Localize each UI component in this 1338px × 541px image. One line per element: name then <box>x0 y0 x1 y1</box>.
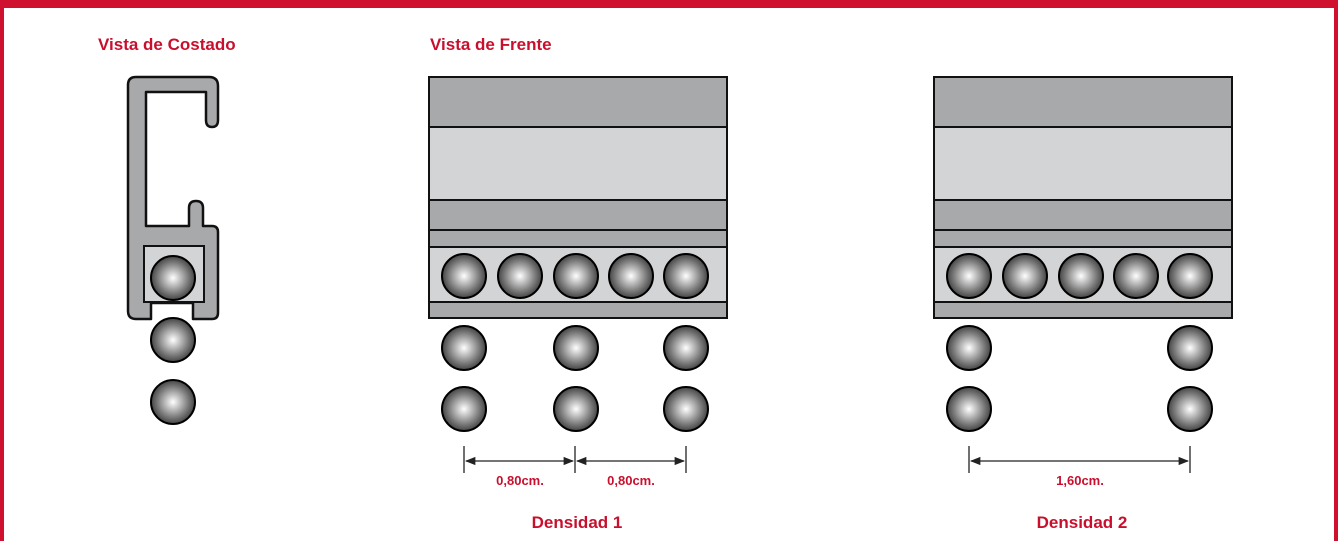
dimension-lines-density-2 <box>968 446 1191 473</box>
chain-ball <box>441 325 487 371</box>
chain-ball <box>946 325 992 371</box>
lower-band <box>933 199 1233 231</box>
chain-ball <box>553 386 599 432</box>
middle-band <box>428 126 728 201</box>
measurement-label: 0,80cm. <box>607 473 655 488</box>
chain-ball <box>441 386 487 432</box>
chain-ball <box>441 253 487 299</box>
chain-ball <box>150 317 196 363</box>
chain-ball <box>150 255 196 301</box>
measurement-label: 0,80cm. <box>496 473 544 488</box>
chain-ball <box>946 386 992 432</box>
top-band <box>428 76 728 128</box>
strip-band <box>933 229 1233 248</box>
chain-ball <box>608 253 654 299</box>
chain-ball <box>663 386 709 432</box>
chain-ball <box>150 379 196 425</box>
middle-band <box>933 126 1233 201</box>
chain-ball <box>1058 253 1104 299</box>
measurement-label: 1,60cm. <box>1056 473 1104 488</box>
chain-ball <box>1113 253 1159 299</box>
chain-ball <box>1167 386 1213 432</box>
bottom-band <box>933 301 1233 319</box>
chain-ball <box>1002 253 1048 299</box>
front-view-density-1 <box>428 76 728 432</box>
lower-band <box>428 199 728 231</box>
side-profile <box>126 75 220 425</box>
chain-ball <box>663 253 709 299</box>
chain-ball <box>663 325 709 371</box>
density-2-label: Densidad 2 <box>1037 513 1128 532</box>
bottom-band <box>428 301 728 319</box>
chain-ball <box>553 325 599 371</box>
chain-ball <box>1167 253 1213 299</box>
front-view-density-2 <box>933 76 1233 432</box>
strip-band <box>428 229 728 248</box>
chain-ball <box>946 253 992 299</box>
chain-ball <box>497 253 543 299</box>
front-view-heading: Vista de Frente <box>430 35 552 54</box>
dimension-lines-density-1 <box>463 446 687 473</box>
density-1-label: Densidad 1 <box>532 513 623 532</box>
chain-ball <box>1167 325 1213 371</box>
side-view-heading: Vista de Costado <box>98 35 236 54</box>
chain-ball <box>553 253 599 299</box>
top-band <box>933 76 1233 128</box>
